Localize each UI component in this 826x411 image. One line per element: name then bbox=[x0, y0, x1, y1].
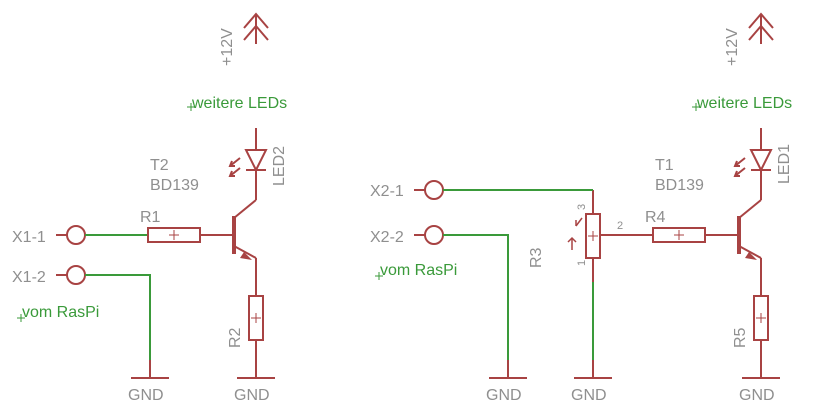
gnd-4-label: GND bbox=[571, 387, 607, 404]
r1-label: R1 bbox=[140, 209, 161, 226]
x1-1-pad[interactable] bbox=[66, 225, 86, 245]
supply-right: +12V bbox=[724, 12, 774, 66]
net-x2-2-gnd bbox=[443, 234, 509, 360]
x1-2-label: X1-2 bbox=[12, 269, 46, 286]
r4-resistor: R4 bbox=[645, 209, 706, 243]
note-more-leds-left: weitere LEDs bbox=[191, 95, 287, 112]
note-from-pi-right: vom RasPi bbox=[380, 262, 457, 279]
net-x1-2-gnd bbox=[85, 274, 151, 360]
supply-left: +12V bbox=[219, 12, 269, 66]
r3-pin1: 1 bbox=[576, 260, 588, 266]
gnd-3-label: GND bbox=[486, 387, 522, 404]
gnd-5-label: GND bbox=[739, 387, 775, 404]
r3-pin3: 3 bbox=[576, 204, 588, 210]
r5-resistor: R5 bbox=[732, 295, 769, 378]
gnd-2-label: GND bbox=[234, 387, 270, 404]
t1-transistor bbox=[705, 194, 762, 296]
led2-symbol: LED2 bbox=[228, 128, 288, 194]
x2-2-label: X2-2 bbox=[370, 229, 404, 246]
x1-2-pad[interactable] bbox=[66, 265, 86, 285]
t2-value: BD139 bbox=[150, 177, 199, 194]
t1-value: BD139 bbox=[655, 177, 704, 194]
gnd-1-label: GND bbox=[128, 387, 164, 404]
t2-name: T2 bbox=[150, 157, 169, 174]
x2-1-label: X2-1 bbox=[370, 183, 404, 200]
x2-1-pad[interactable] bbox=[424, 180, 444, 200]
x1-1-label: X1-1 bbox=[12, 229, 46, 246]
note-more-leds-right: weitere LEDs bbox=[696, 95, 792, 112]
r2-label: R2 bbox=[227, 327, 244, 348]
x2-2-pad[interactable] bbox=[424, 225, 444, 245]
led2-label: LED2 bbox=[271, 146, 288, 186]
r2-resistor: R2 bbox=[227, 295, 264, 378]
led1-label: LED1 bbox=[776, 144, 793, 184]
led1-symbol: LED1 bbox=[733, 128, 793, 194]
t1-name: T1 bbox=[655, 157, 674, 174]
t2-transistor bbox=[200, 194, 257, 296]
note-from-pi-left: vom RasPi bbox=[22, 304, 99, 321]
supply-label-left: +12V bbox=[219, 28, 236, 66]
r3-pin2: 2 bbox=[617, 220, 623, 232]
r3-potentiometer: R3 1 2 3 bbox=[528, 190, 623, 282]
r3-label: R3 bbox=[528, 247, 545, 268]
supply-label-right: +12V bbox=[724, 28, 741, 66]
r5-label: R5 bbox=[732, 327, 749, 348]
r1-resistor: R1 bbox=[140, 209, 201, 243]
r4-label: R4 bbox=[645, 209, 666, 226]
